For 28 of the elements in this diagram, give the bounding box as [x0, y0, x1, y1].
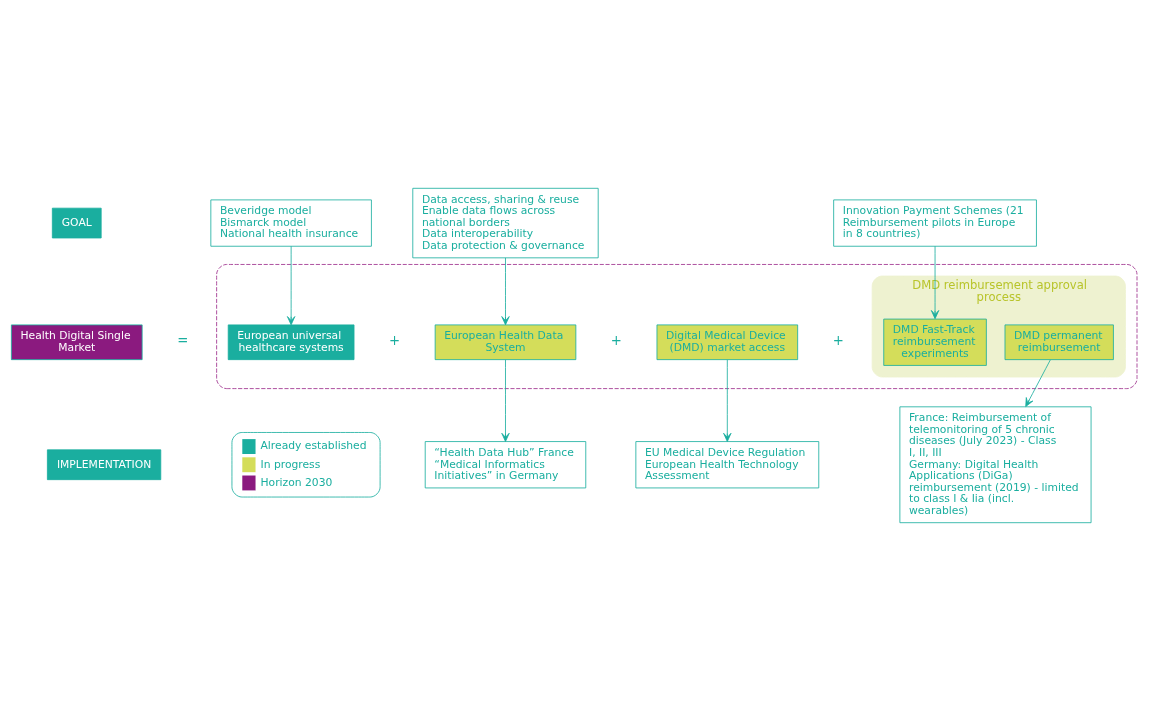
node-box: Beveridge model Bismarck model National health insurance: [210, 199, 372, 247]
legend-label: Horizon 2030: [260, 475, 333, 489]
node-box: DMD Fast-Track reimbursement experiments: [883, 318, 987, 366]
node-box: “Health Data Hub” France “Medical Informatics Initiatives” in Germany: [424, 441, 587, 489]
arrow: [723, 359, 732, 442]
arrow: [501, 257, 510, 326]
arrow: [930, 245, 940, 320]
arrow: [1025, 359, 1051, 407]
legend-label: In progress: [260, 457, 321, 471]
legend-label: Already established: [260, 439, 367, 453]
label: +: [610, 333, 622, 349]
cluster: [216, 264, 1138, 390]
node-box: France: Reimbursement of telemonitoring of 5 chronic diseases (July 2023) - Class I, II, III Germany: Digital Health Applications (DiGa) reimbursement (2019) - limited to class I & Iia (incl. wearables): [899, 406, 1092, 524]
arrow: [287, 245, 296, 326]
node-box: European Health Data System: [434, 324, 577, 361]
node-box: Innovation Payment Schemes (21 Reimbursement pilots in Europe in 8 countries): [833, 199, 1037, 247]
node-box: European universal healthcare systems: [227, 324, 355, 361]
node-box: GOAL: [51, 207, 102, 239]
label: +: [389, 333, 401, 349]
label: +: [832, 333, 844, 349]
node-box: EU Medical Device Regulation European Health Technology Assessment: [635, 441, 820, 489]
label: =: [177, 333, 189, 349]
arrow: [501, 359, 510, 442]
node-box: Digital Medical Device (DMD) market access: [656, 324, 799, 361]
node-box: Data access, sharing & reuse Enable data flows across national borders Data interoperability Data protection & governance: [412, 187, 599, 259]
node-box: DMD permanent reimbursement: [1004, 324, 1114, 361]
node-box: Health Digital Single Market: [10, 324, 143, 361]
node-box: IMPLEMENTATION: [46, 449, 162, 481]
